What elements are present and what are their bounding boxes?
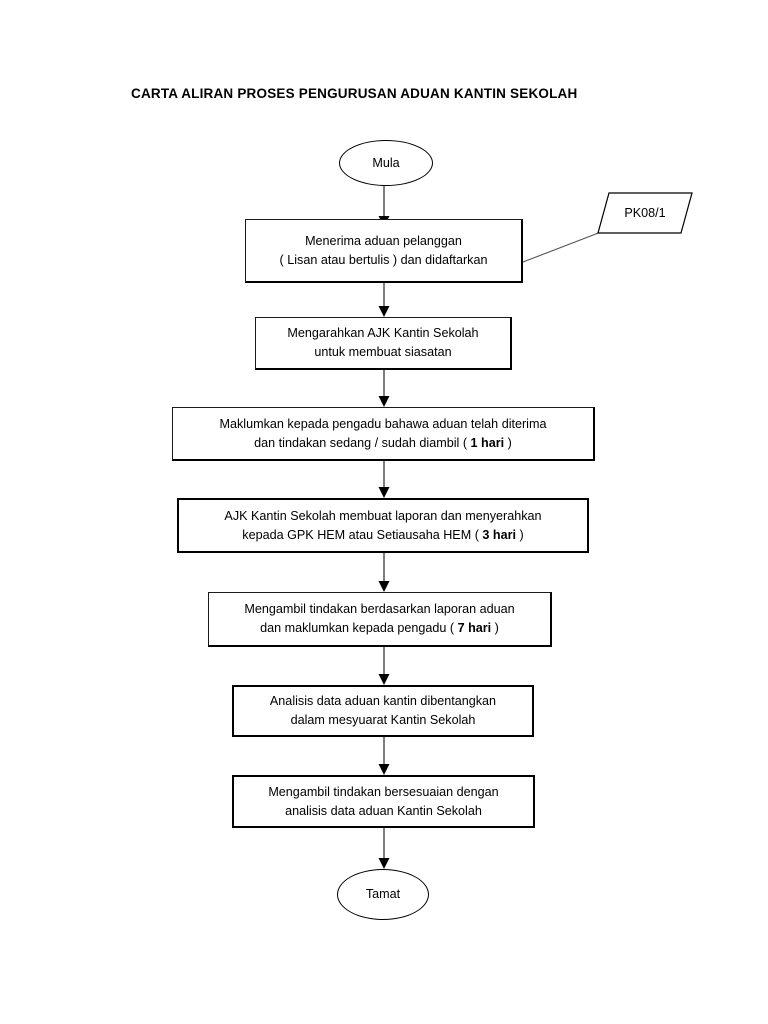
node-p4-line2-pre: kepada GPK HEM atau Setiausaha HEM ( xyxy=(242,527,483,542)
node-p5-line2-pre: dan maklumkan kepada pengadu ( xyxy=(260,621,458,635)
node-p3-line2-pre: dan tindakan sedang / sudah diambil ( xyxy=(254,435,471,450)
arrowhead-p3 xyxy=(378,396,390,407)
node-p6-line2: dalam mesyuarat Kantin Sekolah xyxy=(290,713,476,727)
node-p7-line2: analisis data aduan Kantin Sekolah xyxy=(285,803,482,818)
node-p2-line2: untuk membuat siasatan xyxy=(314,345,452,359)
node-p5[interactable]: Mengambil tindakan berdasarkan laporan a… xyxy=(208,592,552,647)
arrowhead-end xyxy=(378,858,390,869)
node-p5-line1: Mengambil tindakan berdasarkan laporan a… xyxy=(244,602,515,616)
node-p3-duration: 1 hari xyxy=(470,435,505,450)
node-p2-label: Mengarahkan AJK Kantin Sekolah untuk mem… xyxy=(281,324,484,362)
edge-ref1-to-p1 xyxy=(522,231,602,263)
node-p1-line2: ( Lisan atau bertulis ) dan didaftarkan xyxy=(279,252,488,267)
arrowhead-p6 xyxy=(378,674,390,685)
page-title: CARTA ALIRAN PROSES PENGURUSAN ADUAN KAN… xyxy=(131,86,578,101)
node-p6-label: Analisis data aduan kantin dibentangkan … xyxy=(264,692,502,730)
node-p7-label: Mengambil tindakan bersesuaian dengan an… xyxy=(262,783,504,821)
node-p6-line1: Analisis data aduan kantin dibentangkan xyxy=(269,694,497,708)
node-p3-line2-post: ) xyxy=(504,435,512,450)
node-p1[interactable]: Menerima aduan pelanggan ( Lisan atau be… xyxy=(245,219,523,283)
node-p3-line1: Maklumkan kepada pengadu bahawa aduan te… xyxy=(219,416,547,431)
node-p6[interactable]: Analisis data aduan kantin dibentangkan … xyxy=(232,685,534,737)
node-start-label: Mula xyxy=(372,155,400,170)
node-p2[interactable]: Mengarahkan AJK Kantin Sekolah untuk mem… xyxy=(255,317,512,370)
node-ref1[interactable]: PK08/1 xyxy=(597,192,693,234)
node-end[interactable]: Tamat xyxy=(337,869,429,920)
arrowhead-p4 xyxy=(378,487,390,498)
node-p4[interactable]: AJK Kantin Sekolah membuat laporan dan m… xyxy=(177,498,589,553)
node-p4-line2-post: ) xyxy=(516,527,524,542)
node-p3[interactable]: Maklumkan kepada pengadu bahawa aduan te… xyxy=(172,407,595,461)
node-p3-label: Maklumkan kepada pengadu bahawa aduan te… xyxy=(214,415,553,453)
node-p2-line1: Mengarahkan AJK Kantin Sekolah xyxy=(287,326,479,340)
node-p5-duration: 7 hari xyxy=(457,621,492,635)
node-p4-duration: 3 hari xyxy=(482,527,516,542)
arrowhead-p7 xyxy=(378,764,390,775)
arrowhead-p5 xyxy=(378,581,390,592)
node-p5-label: Mengambil tindakan berdasarkan laporan a… xyxy=(238,600,520,638)
node-p1-label: Menerima aduan pelanggan ( Lisan atau be… xyxy=(274,232,494,270)
node-p4-label: AJK Kantin Sekolah membuat laporan dan m… xyxy=(218,507,547,545)
arrowhead-p2 xyxy=(378,306,390,317)
node-p7[interactable]: Mengambil tindakan bersesuaian dengan an… xyxy=(232,775,535,828)
node-end-label: Tamat xyxy=(365,887,401,901)
parallelogram-shape xyxy=(597,192,693,234)
node-p4-line1: AJK Kantin Sekolah membuat laporan dan m… xyxy=(224,508,542,523)
node-start[interactable]: Mula xyxy=(339,140,433,186)
node-p5-line2-post: ) xyxy=(491,621,499,635)
node-p7-line1: Mengambil tindakan bersesuaian dengan xyxy=(268,784,499,799)
node-p1-line1: Menerima aduan pelanggan xyxy=(305,233,462,248)
